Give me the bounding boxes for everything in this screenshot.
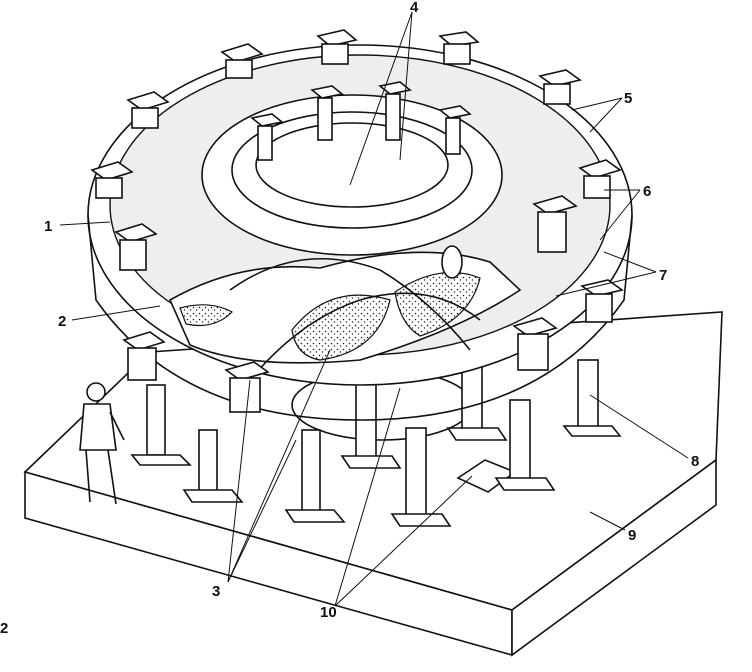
coil-block [532, 195, 578, 253]
label-1: 1 [44, 218, 52, 235]
coil-block [90, 161, 134, 199]
coil-post [378, 81, 412, 141]
coil-block [220, 43, 264, 79]
column [494, 399, 556, 491]
coil-block [114, 223, 158, 271]
inner-ring [201, 94, 503, 256]
label-4: 4 [410, 0, 419, 16]
coil-blocks [90, 29, 624, 413]
support-columns [130, 347, 622, 527]
column [284, 429, 346, 523]
coil-block [126, 91, 170, 129]
coil-post [438, 105, 472, 155]
worker-figure [79, 382, 125, 505]
label-6: 6 [643, 183, 651, 200]
label-8: 8 [691, 453, 699, 470]
label-5: 5 [624, 90, 632, 107]
coil-block [122, 331, 166, 381]
column [340, 377, 402, 469]
coil-post [250, 113, 284, 161]
coil-block [224, 361, 270, 413]
label-10: 10 [320, 604, 337, 621]
coil-block [580, 279, 624, 323]
column [182, 429, 244, 503]
inner-coil-posts [250, 81, 472, 161]
column [390, 427, 452, 527]
label-7: 7 [659, 267, 667, 284]
label-3: 3 [212, 583, 220, 600]
coil-block [538, 69, 582, 105]
label-2: 2 [58, 313, 66, 330]
column [562, 359, 622, 437]
label-9: 9 [628, 527, 636, 544]
coil-block [578, 159, 622, 199]
leader-lines [59, 11, 689, 607]
coil-block [438, 31, 480, 65]
coil-post [310, 85, 344, 141]
coil-block [512, 317, 558, 371]
vacuum-chamber [168, 245, 522, 381]
coil-block [316, 29, 358, 65]
callout-labels: 1 2 3 4 5 6 7 8 9 10 2 [0, 0, 699, 637]
column [130, 384, 192, 466]
edge-mark: 2 [0, 620, 8, 637]
